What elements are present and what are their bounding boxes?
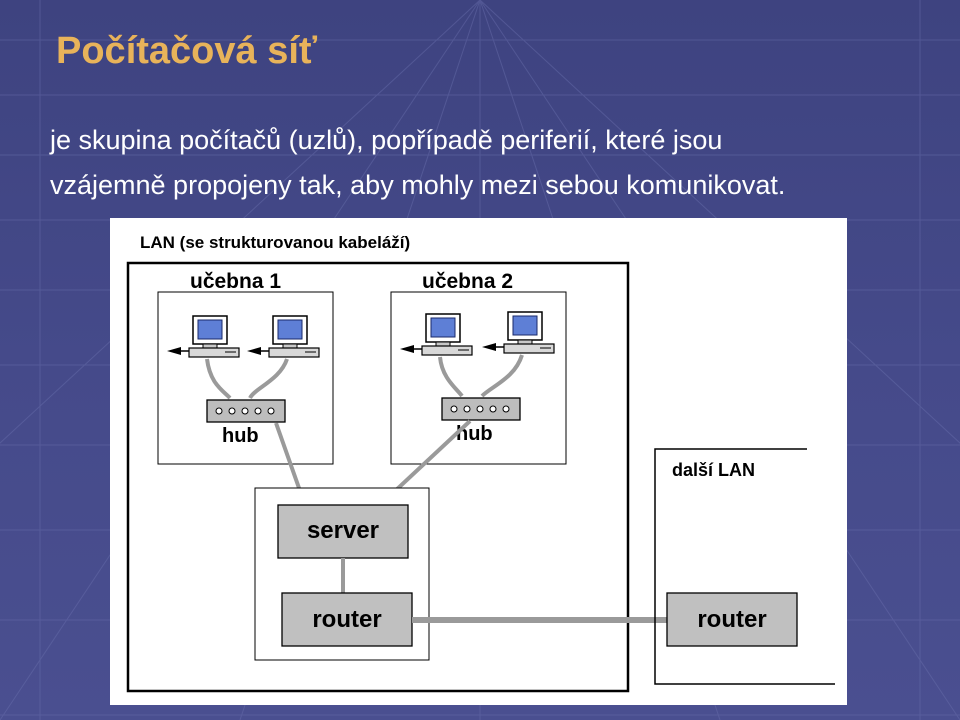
router1-device [281,592,413,647]
room2-label: učebna 2 [422,270,513,293]
slide-title: Počítačová síť [56,30,318,72]
room1-label: učebna 1 [190,270,281,293]
body-line-1: je skupina počítačů (uzlů), popřípadě pe… [50,125,723,155]
router1-label: router [312,606,381,633]
network-diagram: LAN (se strukturovanou kabeláží) učebna … [110,218,847,705]
hub1-device [206,399,286,423]
lan-boundary [126,261,630,693]
server-label: server [307,517,379,544]
body-line-2: vzájemně propojeny tak, aby mohly mezi s… [50,170,786,200]
lan-label: LAN (se strukturovanou kabeláží) [140,233,410,252]
other-lan-label: další LAN [672,460,755,480]
hub2-label: hub [456,423,493,445]
server-device [277,504,409,559]
router2-device [666,592,798,647]
slide-body-text: je skupina počítačů (uzlů), popřípadě pe… [50,118,940,208]
other-lan-boundary [654,448,835,685]
hub1-label: hub [222,425,259,447]
router2-label: router [697,606,766,633]
hub2-device [441,397,521,421]
